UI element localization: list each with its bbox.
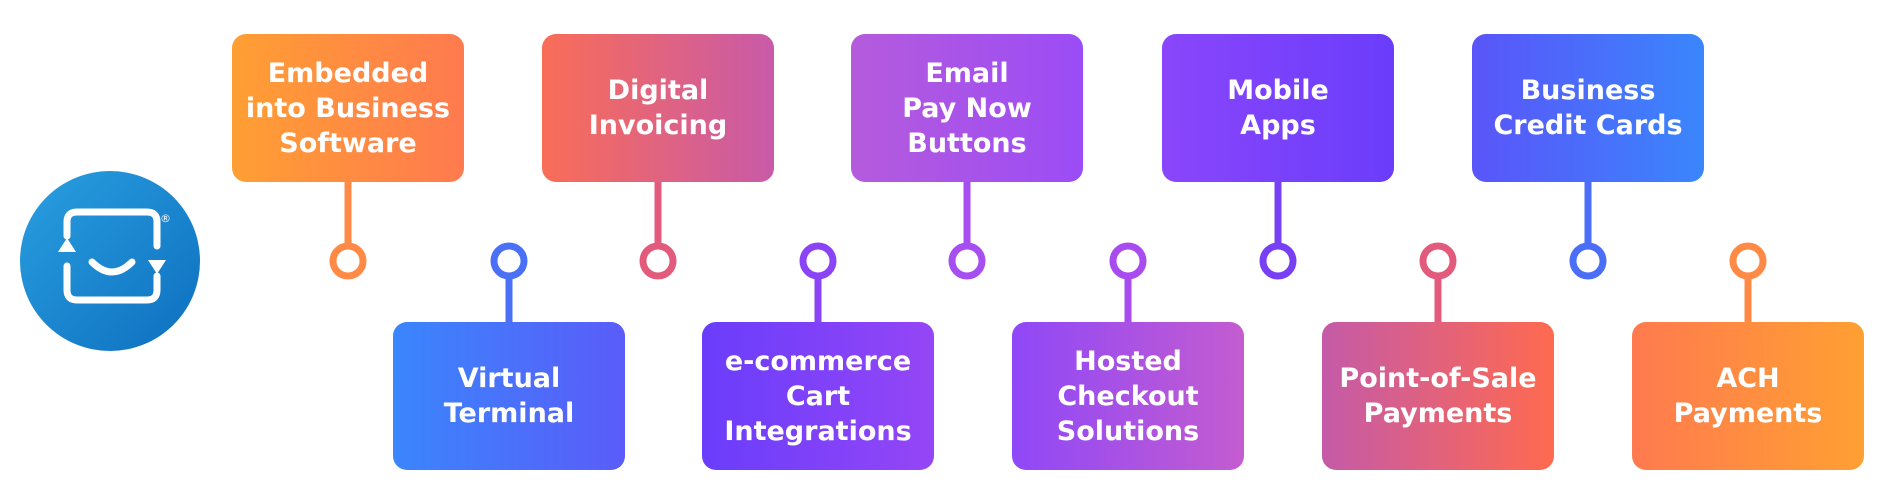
item-box-top-3: Mobile Apps [1162, 34, 1394, 182]
timeline-node-bottom-2 [1109, 242, 1147, 280]
item-box-bottom-0: Virtual Terminal [393, 322, 625, 470]
arrow-down-icon [148, 260, 166, 274]
item-box-top-1: Digital Invoicing [542, 34, 774, 182]
timeline-nodes [329, 242, 1767, 280]
timeline-node-top-3 [1259, 242, 1297, 280]
timeline-node-top-1 [639, 242, 677, 280]
item-label: ACH Payments [1673, 363, 1823, 429]
item-box-bottom-3: Point-of-Sale Payments [1322, 322, 1554, 470]
item-label: Business Credit Cards [1493, 75, 1683, 141]
item-label: Embedded into Business Software [245, 57, 451, 159]
item-label: Hosted Checkout Solutions [1056, 345, 1200, 447]
circular-arrows-icon [63, 208, 161, 304]
timeline-node-bottom-1 [799, 242, 837, 280]
item-label: Digital Invoicing [588, 75, 728, 141]
timeline-node-bottom-4 [1729, 242, 1767, 280]
logo-circle [20, 171, 200, 351]
item-label: Point-of-Sale Payments [1339, 363, 1537, 429]
timeline-node-bottom-3 [1419, 242, 1457, 280]
item-box-top-2: Email Pay Now Buttons [851, 34, 1083, 182]
brand-logo: ® [20, 171, 200, 351]
timeline-connectors [344, 178, 1752, 326]
timeline-node-top-0 [329, 242, 367, 280]
item-box-bottom-4: ACH Payments [1632, 322, 1864, 470]
timeline-node-top-4 [1569, 242, 1607, 280]
item-box-bottom-2: Hosted Checkout Solutions [1012, 322, 1244, 470]
timeline-node-bottom-0 [490, 242, 528, 280]
item-label: Mobile Apps [1227, 75, 1329, 141]
item-label: Email Pay Now Buttons [902, 57, 1032, 159]
item-box-top-0: Embedded into Business Software [232, 34, 464, 182]
arrow-up-icon [58, 238, 76, 252]
item-box-top-4: Business Credit Cards [1472, 34, 1704, 182]
timeline-node-top-2 [948, 242, 986, 280]
item-label: Virtual Terminal [443, 363, 575, 429]
item-box-bottom-1: e-commerce Cart Integrations [702, 322, 934, 470]
item-label: e-commerce Cart Integrations [724, 345, 912, 447]
registered-mark: ® [160, 212, 171, 225]
